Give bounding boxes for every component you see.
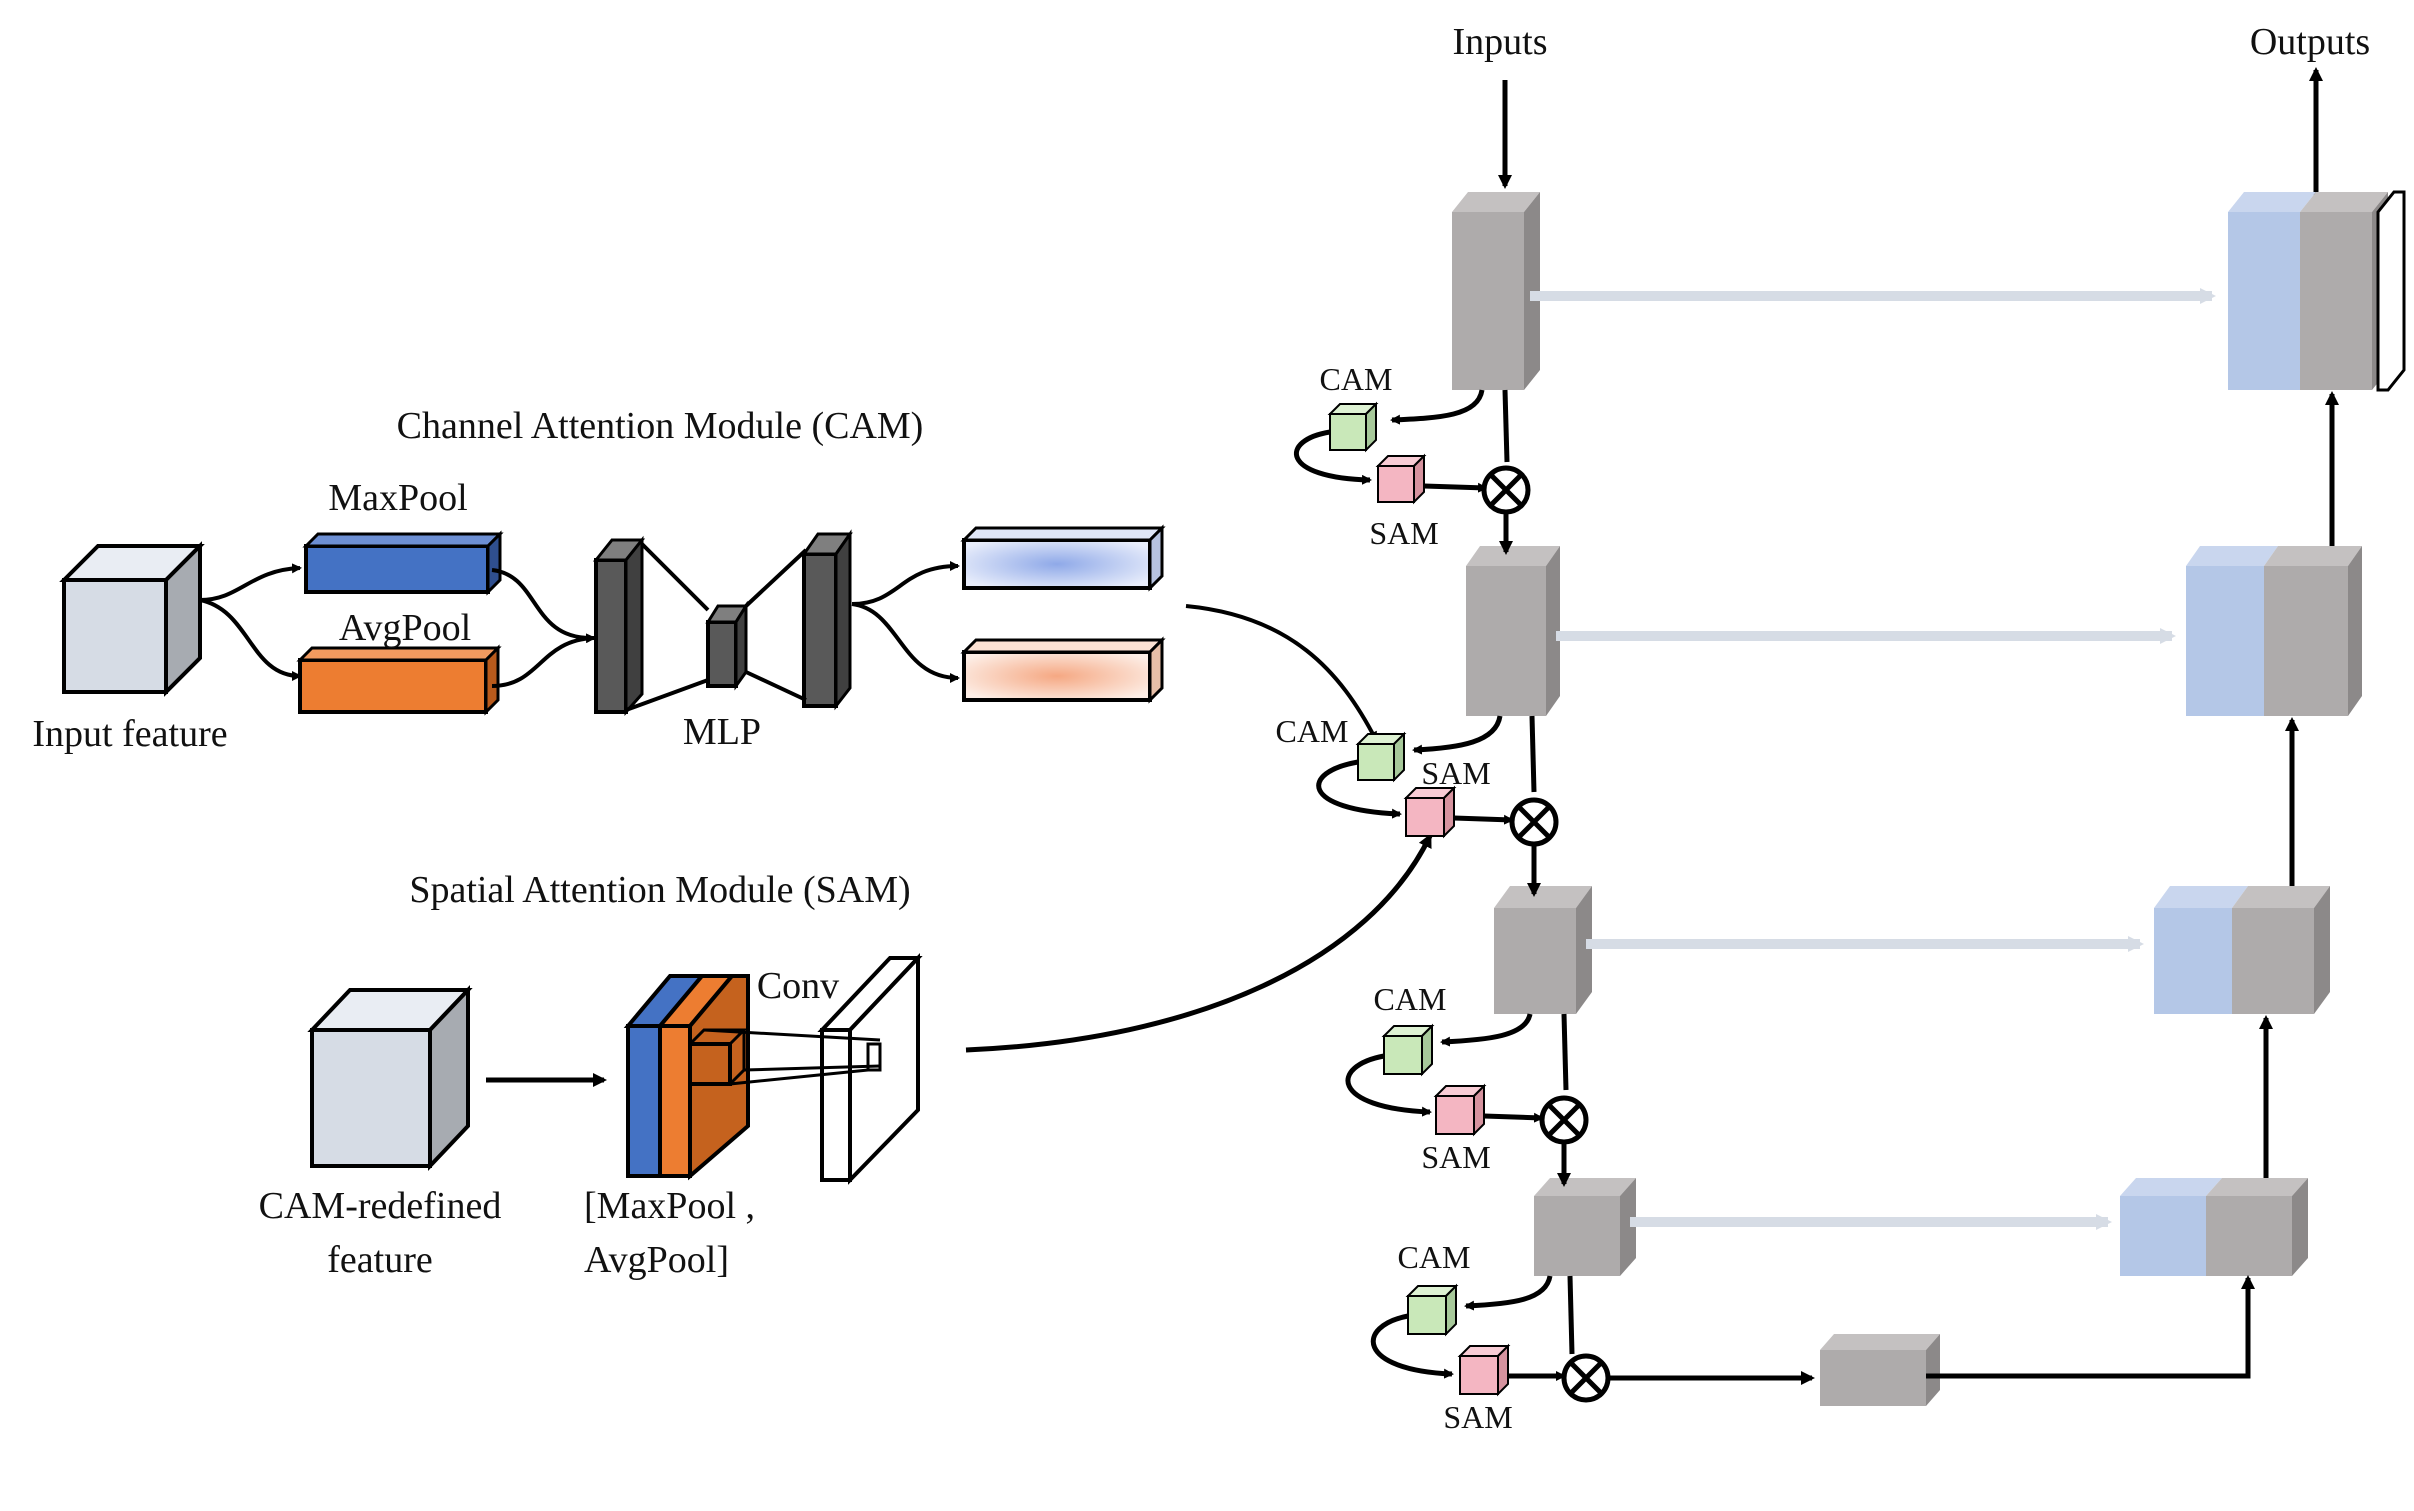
sam-label-4: SAM — [1443, 1399, 1512, 1435]
conv-label: Conv — [757, 965, 839, 1007]
outputs-label: Outputs — [2250, 21, 2370, 63]
multiply-node-4 — [1561, 1353, 1611, 1403]
decoder-block-4 — [2120, 1178, 2308, 1276]
sam-label-1: SAM — [1369, 515, 1438, 551]
sam-cube-2 — [1403, 785, 1457, 839]
sam-cube-3 — [1433, 1083, 1487, 1137]
cam-label-3: CAM — [1374, 981, 1447, 1017]
cam-redefined-label-line1: CAM-redefined — [259, 1185, 502, 1227]
encoder-block-1 — [1452, 192, 1540, 390]
concat-label-line1: [MaxPool , — [584, 1185, 755, 1227]
cam-output-bar-orange — [960, 636, 1166, 704]
cam-label-1: CAM — [1320, 361, 1393, 397]
sam-cube-1 — [1375, 453, 1427, 505]
cam-redefined-feature-cube — [307, 984, 473, 1172]
multiply-node-2 — [1509, 797, 1559, 847]
decoder-block-1 — [2228, 190, 2406, 392]
cam-cube-4 — [1405, 1283, 1459, 1337]
sam-label-3: SAM — [1421, 1139, 1490, 1175]
encoder-block-3 — [1494, 886, 1592, 1014]
cam-cube-1 — [1327, 401, 1379, 453]
conv-output-map — [703, 952, 923, 1185]
decoder-block-2 — [2186, 546, 2362, 716]
encoder-block-2 — [1466, 546, 1560, 716]
sam-cube-4 — [1457, 1343, 1511, 1397]
maxpool-label: MaxPool — [328, 477, 467, 519]
sam-label-2: SAM — [1421, 755, 1490, 791]
avgpool-bar — [296, 644, 502, 716]
cam-output-bar-blue — [960, 524, 1166, 592]
multiply-node-1 — [1481, 465, 1531, 515]
pooled-maps-stack — [623, 974, 750, 1181]
cam-label-4: CAM — [1398, 1239, 1471, 1275]
encoder-block-4 — [1534, 1178, 1636, 1276]
avgpool-label: AvgPool — [339, 607, 471, 649]
cam-redefined-label-line2: feature — [327, 1239, 432, 1281]
decoder-block-3 — [2154, 886, 2330, 1014]
multiply-node-3 — [1539, 1095, 1589, 1145]
maxpool-bar — [302, 530, 504, 596]
mlp-label: MLP — [683, 711, 761, 753]
input-feature-label: Input feature — [32, 713, 227, 755]
cam-cube-2 — [1355, 731, 1407, 783]
concat-label-line2: AvgPool] — [584, 1239, 729, 1281]
cam-cube-3 — [1381, 1023, 1435, 1077]
mlp-block — [592, 529, 853, 716]
input-feature-cube — [59, 541, 205, 697]
bottleneck-block — [1820, 1334, 1940, 1406]
cam-label-2: CAM — [1276, 713, 1349, 749]
cam-title: Channel Attention Module (CAM) — [397, 405, 924, 447]
inputs-label: Inputs — [1453, 21, 1548, 63]
sam-title: Spatial Attention Module (SAM) — [409, 869, 910, 911]
